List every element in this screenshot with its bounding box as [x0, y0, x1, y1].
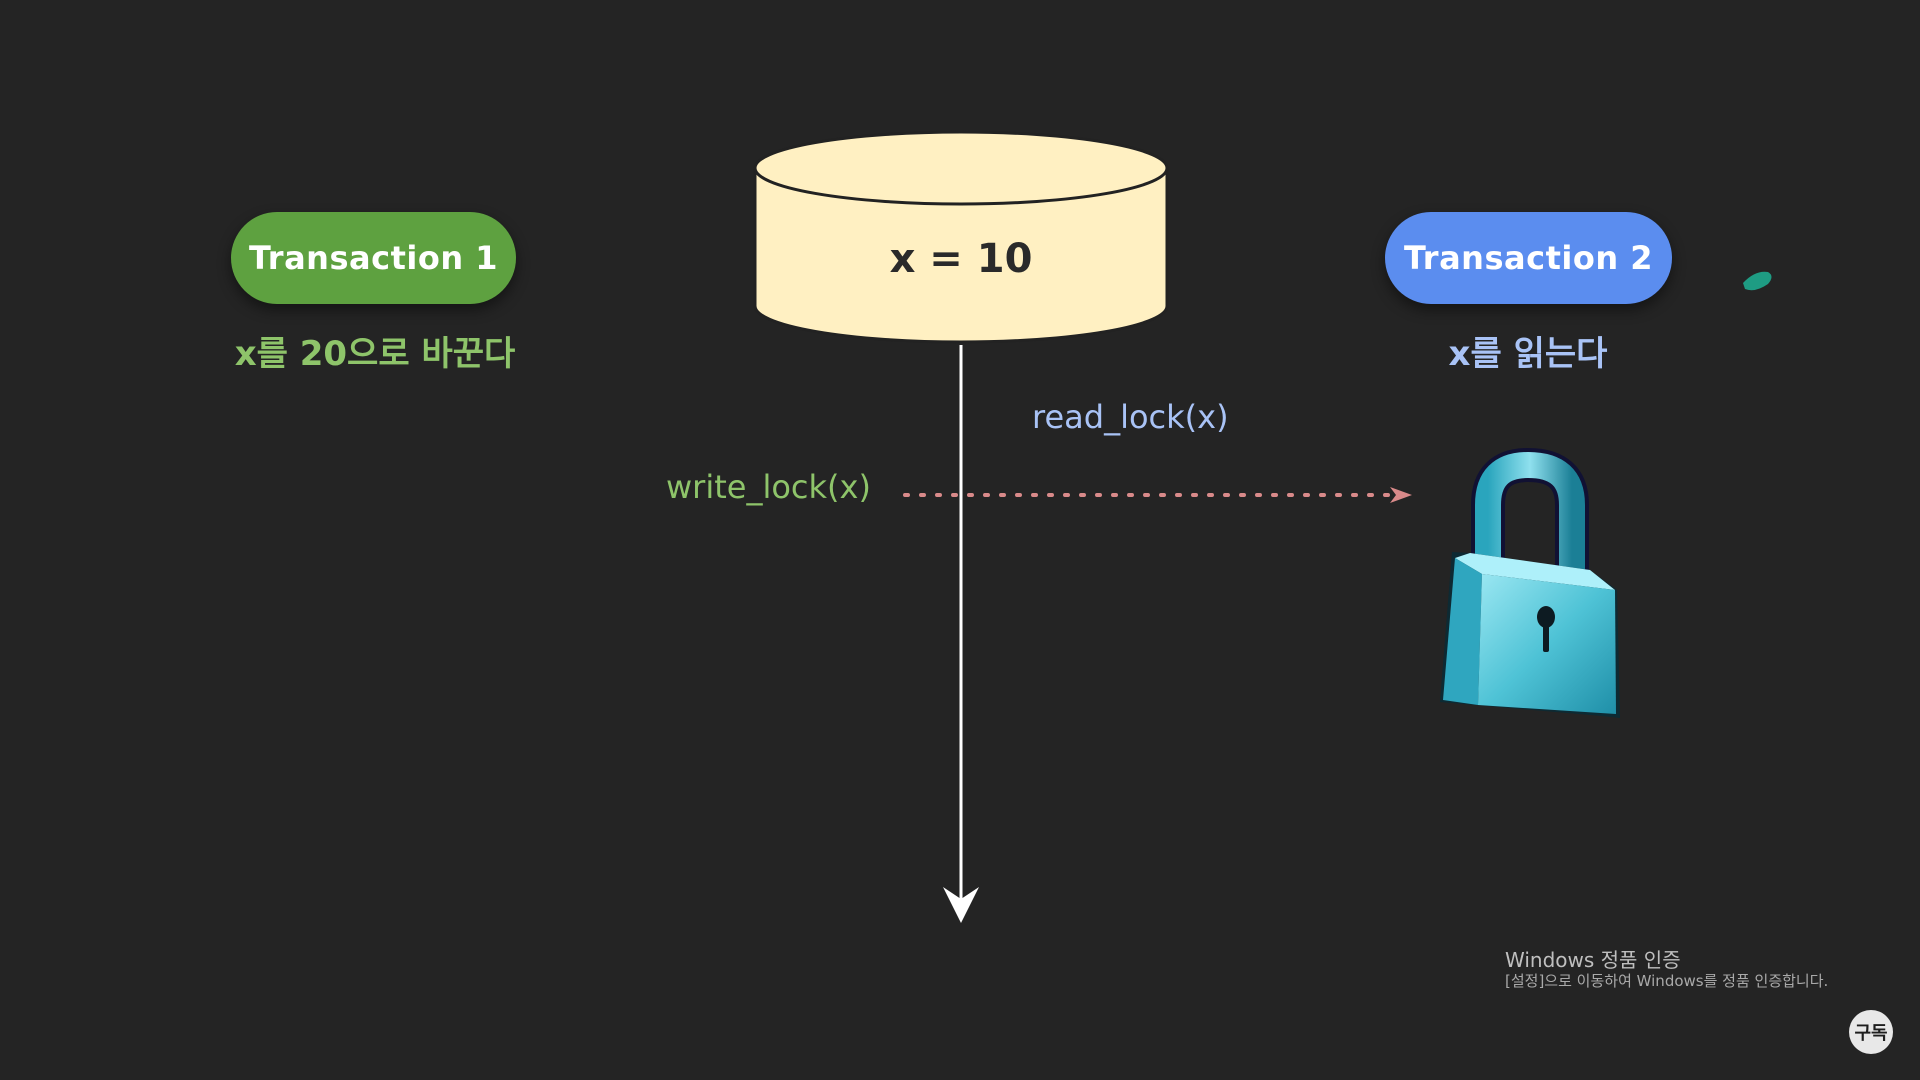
- windows-activation-subtitle: [설정]으로 이동하여 Windows를 정품 인증합니다.: [1505, 972, 1829, 990]
- padlock-icon: [1440, 447, 1620, 718]
- subscribe-button[interactable]: 구독: [1849, 1010, 1893, 1054]
- dotted-arrow-icon: [903, 487, 1412, 503]
- database-icon: [753, 130, 1169, 344]
- transaction-1-action: x를 20으로 바꾼다: [234, 334, 516, 374]
- windows-activation-title: Windows 정품 인증: [1505, 948, 1681, 972]
- transaction-1-pill: Transaction 1: [231, 212, 516, 304]
- database-value: x = 10: [889, 236, 1033, 282]
- read-lock-label: read_lock(x): [1032, 398, 1229, 436]
- transaction-2-pill: Transaction 2: [1385, 212, 1672, 304]
- pen-mark-icon: [1743, 271, 1772, 291]
- transaction-2-action: x를 읽는다: [1448, 334, 1608, 374]
- write-lock-label: write_lock(x): [666, 468, 871, 506]
